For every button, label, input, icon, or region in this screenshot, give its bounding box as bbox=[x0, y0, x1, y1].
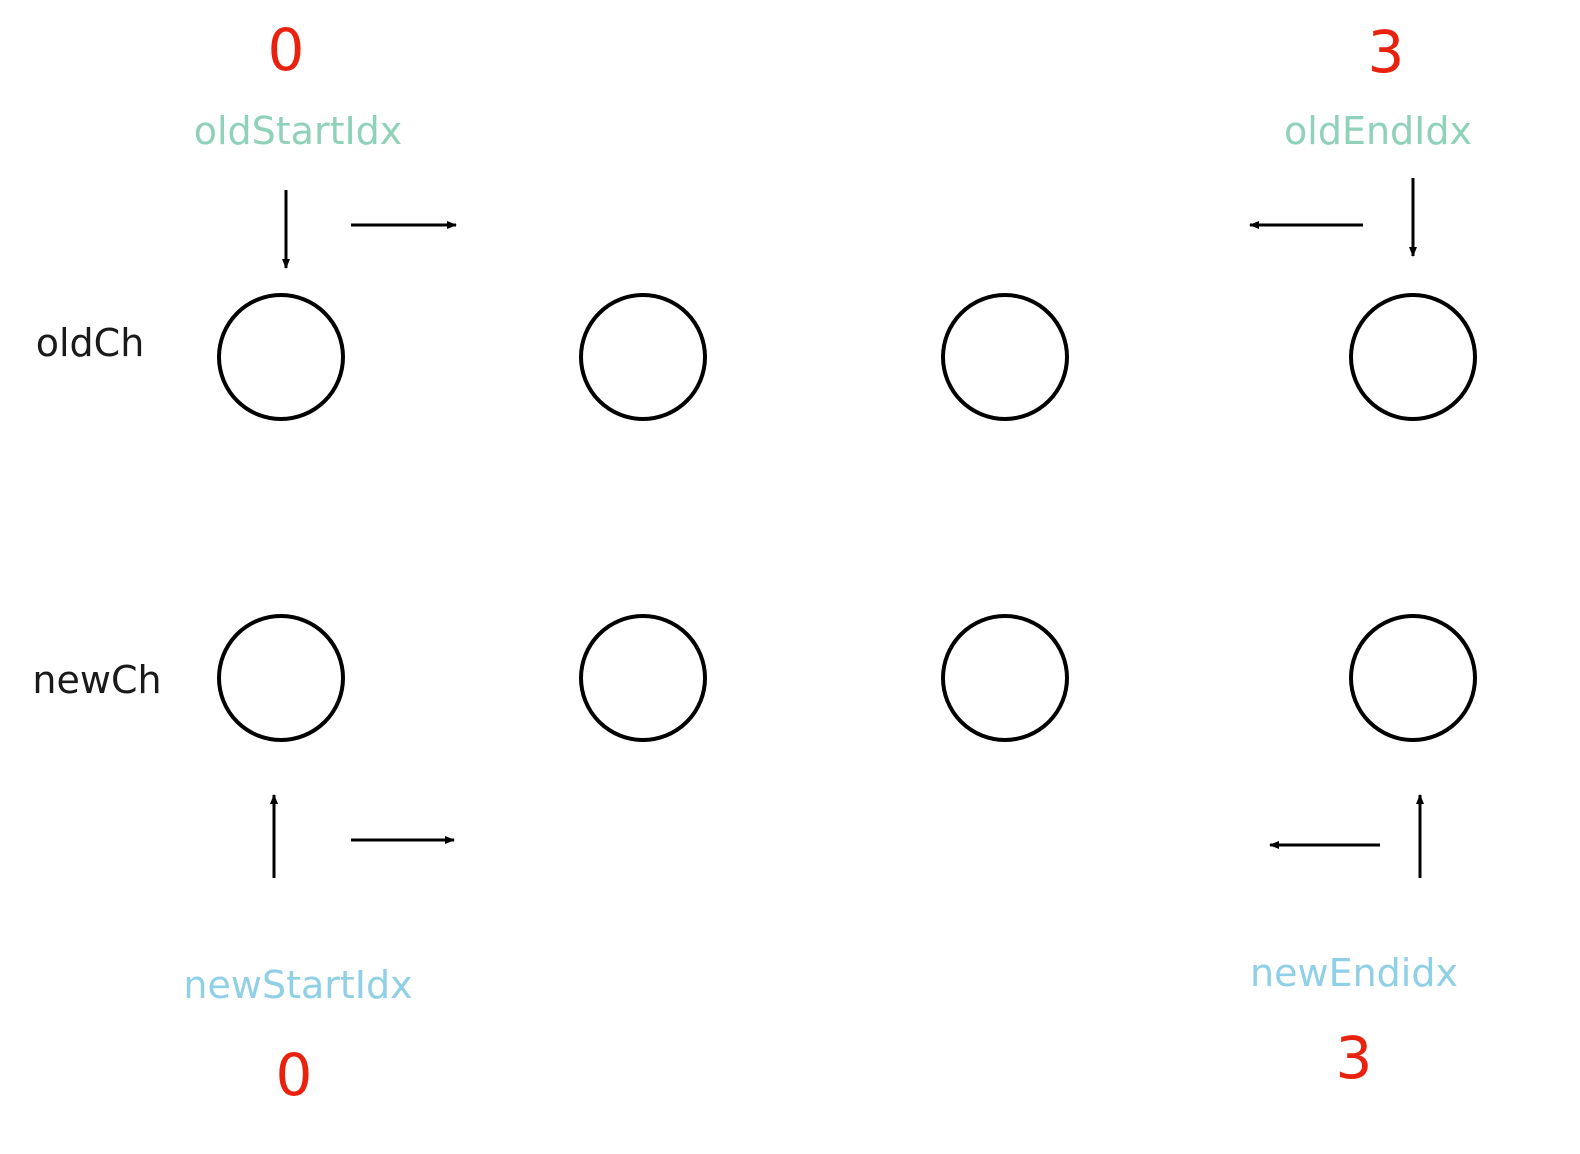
new-start-index-label: newStartIdx bbox=[183, 963, 413, 1007]
new-node-1 bbox=[579, 614, 707, 742]
old-children-label: oldCh bbox=[35, 321, 145, 365]
new-children-label: newCh bbox=[32, 658, 162, 702]
old-end-index-value: 3 bbox=[1367, 18, 1405, 86]
new-end-index-value: 3 bbox=[1335, 1024, 1373, 1092]
old-node-0 bbox=[217, 293, 345, 421]
old-node-1 bbox=[579, 293, 707, 421]
new-start-index-value: 0 bbox=[275, 1041, 313, 1109]
old-node-2 bbox=[941, 293, 1069, 421]
new-end-index-label: newEndidx bbox=[1250, 951, 1458, 995]
new-node-3 bbox=[1349, 614, 1477, 742]
new-node-2 bbox=[941, 614, 1069, 742]
old-start-index-label: oldStartIdx bbox=[193, 109, 403, 153]
new-node-0 bbox=[217, 614, 345, 742]
old-node-3 bbox=[1349, 293, 1477, 421]
old-start-index-value: 0 bbox=[267, 16, 305, 84]
old-end-index-label: oldEndIdx bbox=[1284, 109, 1472, 153]
